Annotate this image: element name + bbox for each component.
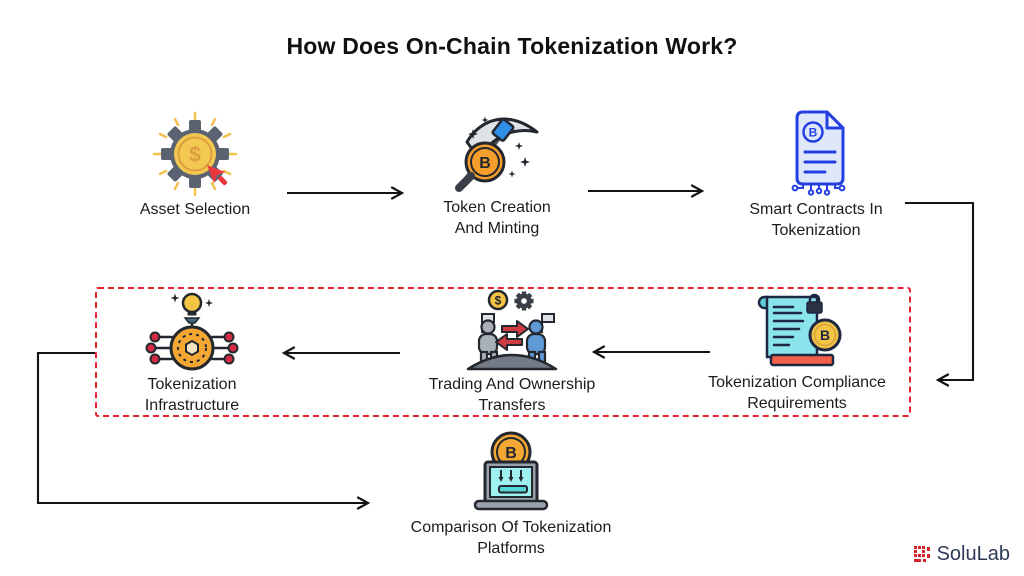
- step-token-creation: B Token Creation And Minting: [382, 104, 612, 239]
- step-infrastructure: Tokenization Infrastructure: [77, 291, 307, 416]
- step-label: Token Creation And Minting: [443, 199, 551, 237]
- trading-people-icon: $: [466, 289, 558, 371]
- contract-document-icon: B: [791, 110, 846, 196]
- step-trading: $: [397, 289, 627, 416]
- svg-text:B: B: [809, 126, 818, 140]
- step-label: Tokenization Infrastructure: [144, 376, 240, 414]
- laptop-bitcoin-icon: B: [473, 431, 549, 511]
- step-label: Smart Contracts In Tokenization: [749, 201, 883, 239]
- gear-dollar-cursor-icon: $: [152, 111, 238, 196]
- compliance-scroll-icon: B: [757, 293, 842, 367]
- svg-text:B: B: [479, 155, 491, 172]
- page-title: How Does On-Chain Tokenization Work?: [286, 33, 738, 59]
- step-smart-contracts: B Smart Contracts In Tokenization: [701, 108, 931, 241]
- step-asset-selection: $ Asset Selection: [80, 110, 310, 220]
- pickaxe-bitcoin-icon: B: [455, 116, 539, 192]
- step-compliance: B Tokenization Compliance Requirements: [682, 291, 912, 414]
- step-comparison: B Comparison Of Tokenization Platforms: [391, 430, 631, 559]
- svg-text:$: $: [189, 144, 201, 167]
- step-label: Trading And Ownership Transfers: [428, 376, 596, 414]
- step-label: Tokenization Compliance Requirements: [708, 374, 886, 412]
- step-label: Comparison Of Tokenization Platforms: [410, 519, 612, 557]
- svg-text:B: B: [505, 445, 517, 462]
- solulab-logo: SoluLab: [913, 543, 1010, 566]
- svg-text:B: B: [820, 327, 830, 343]
- token-network-icon: [145, 292, 239, 371]
- solulab-logo-icon: [913, 546, 930, 562]
- solulab-logo-text: SoluLab: [936, 543, 1010, 565]
- svg-text:$: $: [495, 294, 502, 308]
- step-label: Asset Selection: [139, 201, 251, 218]
- highlight-dashed-box: [95, 287, 911, 417]
- connector-contracts-to-compliance: [905, 201, 975, 387]
- connector-infrastructure-to-comparison: [36, 351, 371, 510]
